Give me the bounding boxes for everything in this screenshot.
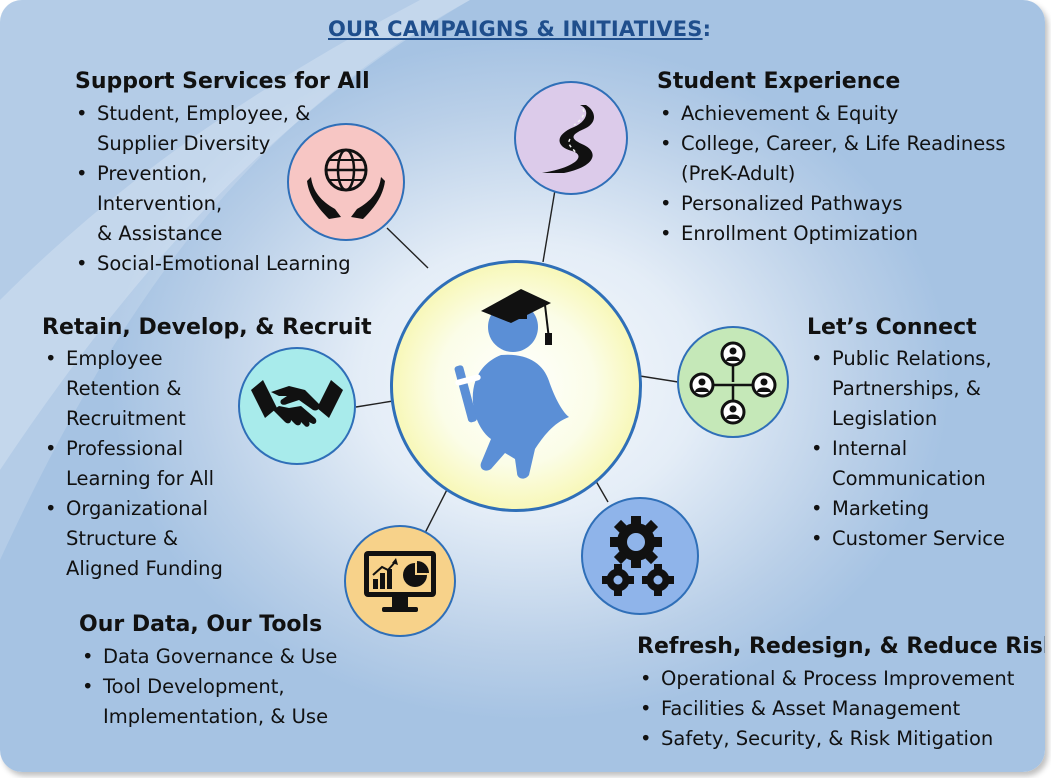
- support-item: Student, Employee, &Supplier Diversity: [72, 99, 351, 159]
- gear-small-right: [642, 564, 674, 596]
- gears-icon: [602, 516, 674, 596]
- student-list: Achievement & Equity College, Career, & …: [656, 99, 1006, 249]
- retain-icon-circle: [238, 347, 356, 465]
- support-item: Social-Emotional Learning: [72, 249, 351, 279]
- center-circle: [390, 260, 642, 512]
- student-item: Achievement & Equity: [656, 99, 1006, 129]
- connect-item: Marketing: [807, 494, 1005, 524]
- graduate-mascot-icon: [454, 289, 569, 479]
- refresh-item: Operational & Process Improvement: [636, 664, 1014, 694]
- data-icon-circle: [344, 525, 456, 637]
- person-node-right: [751, 372, 777, 398]
- connect-icon-circle: [677, 326, 789, 438]
- refresh-icon-circle: [581, 497, 699, 615]
- support-icon-circle: [287, 123, 405, 241]
- student-item: College, Career, & Life Readiness(PreK-A…: [656, 129, 1006, 189]
- person-node-bottom: [720, 399, 746, 425]
- person-node-left: [689, 372, 715, 398]
- person-node-top: [720, 341, 746, 367]
- student-item: Enrollment Optimization: [656, 219, 1006, 249]
- connector-connect: [639, 375, 679, 383]
- title-colon: :: [702, 17, 712, 41]
- gear-small-left: [602, 564, 634, 596]
- data-item: Data Governance & Use: [78, 642, 337, 672]
- connect-list: Public Relations,Partnerships, &Legislat…: [807, 344, 1005, 554]
- student-icon-circle: [514, 81, 628, 195]
- title-text: OUR CAMPAIGNS & INITIATIVES: [328, 17, 703, 41]
- handshake-icon: [251, 380, 343, 427]
- network-people-icon: [689, 341, 777, 425]
- page-title: OUR CAMPAIGNS & INITIATIVES:: [328, 17, 711, 41]
- winding-road-icon: [542, 105, 594, 173]
- support-list: Student, Employee, &Supplier Diversity P…: [72, 99, 351, 279]
- data-list: Data Governance & Use Tool Development,I…: [78, 642, 337, 732]
- connect-item: Customer Service: [807, 524, 1005, 554]
- data-heading: Our Data, Our Tools: [79, 612, 323, 637]
- monitor-chart-icon: [364, 551, 436, 612]
- refresh-item: Safety, Security, & Risk Mitigation: [636, 724, 1014, 754]
- student-item: Personalized Pathways: [656, 189, 1006, 219]
- connect-heading: Let’s Connect: [807, 315, 977, 340]
- refresh-heading: Refresh, Redesign, & Reduce Risk: [637, 634, 1045, 659]
- refresh-list: Operational & Process Improvement Facili…: [636, 664, 1014, 754]
- student-heading: Student Experience: [657, 69, 901, 94]
- connect-item: Public Relations,Partnerships, &Legislat…: [807, 344, 1005, 434]
- data-item: Tool Development,Implementation, & Use: [78, 672, 337, 732]
- connector-student: [542, 189, 556, 263]
- retain-heading: Retain, Develop, & Recruit: [42, 315, 372, 340]
- refresh-item: Facilities & Asset Management: [636, 694, 1014, 724]
- gear-large: [610, 516, 662, 568]
- connector-retain: [355, 400, 394, 408]
- connector-support: [386, 227, 429, 269]
- support-item: Prevention,Intervention,& Assistance: [72, 159, 351, 249]
- support-heading: Support Services for All: [75, 69, 370, 94]
- globe-in-hands-icon: [307, 148, 385, 219]
